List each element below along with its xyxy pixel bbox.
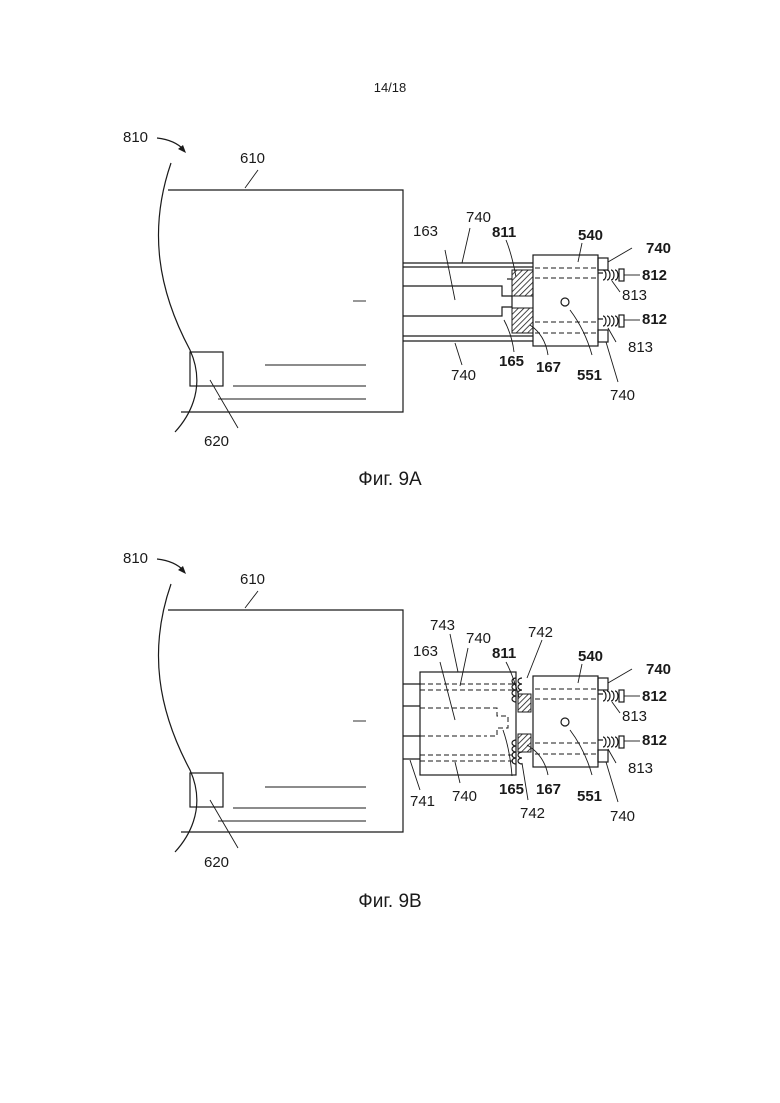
label-163: 163 — [413, 223, 438, 240]
leader-741 — [410, 760, 420, 790]
label-741: 741 — [410, 793, 435, 810]
label-610: 610 — [240, 150, 265, 167]
break-line — [158, 163, 196, 432]
coupling-165 — [485, 708, 508, 736]
label-167: 167 — [536, 359, 561, 376]
leader-551 — [570, 310, 592, 355]
label-740-bottom-right: 740 — [610, 387, 635, 404]
leader-813-b — [608, 328, 616, 342]
label-551: 551 — [577, 367, 602, 384]
spring-812-lower — [598, 315, 624, 327]
leader-165 — [503, 730, 512, 776]
box-620 — [190, 773, 223, 807]
spring-812-upper — [598, 690, 624, 702]
label-742-top: 742 — [528, 624, 553, 641]
label-540: 540 — [578, 227, 603, 244]
label-812-lower: 812 — [642, 311, 667, 328]
leader-740-right — [608, 669, 632, 683]
leader-813 — [612, 702, 620, 713]
tab-740-top — [598, 678, 608, 690]
label-740-right: 740 — [646, 661, 671, 678]
label-165: 165 — [499, 781, 524, 798]
label-811: 811 — [492, 645, 516, 662]
label-813-upper: 813 — [622, 287, 647, 304]
leader-811 — [506, 240, 516, 277]
label-551: 551 — [577, 788, 602, 805]
label-540: 540 — [578, 648, 603, 665]
caption-fig-9a: Фиг. 9А — [0, 469, 780, 491]
leader-740 — [462, 228, 470, 263]
leader-740-br — [606, 342, 618, 382]
label-810: 810 — [123, 550, 148, 567]
leader-813 — [612, 281, 620, 292]
label-743: 743 — [430, 617, 455, 634]
tab-740-bottom — [598, 330, 608, 342]
caption-fig-9b: Фиг. 9В — [0, 891, 780, 913]
leader-740 — [460, 648, 468, 686]
label-740-right: 740 — [646, 240, 671, 257]
housing-610 — [168, 190, 403, 412]
leader-163 — [440, 662, 455, 720]
label-813-upper: 813 — [622, 708, 647, 725]
connector-811-upper — [518, 694, 531, 712]
break-line — [158, 584, 196, 852]
label-812-upper: 812 — [642, 267, 667, 284]
label-163: 163 — [413, 643, 438, 660]
leader-740-bottom — [455, 762, 460, 783]
leader-743 — [450, 634, 458, 672]
leader-620 — [210, 380, 238, 428]
label-810: 810 — [123, 129, 148, 146]
label-812-upper: 812 — [642, 688, 667, 705]
leader-610 — [245, 591, 258, 608]
label-740-bottom: 740 — [451, 367, 476, 384]
label-620: 620 — [204, 433, 229, 450]
pin-551 — [561, 298, 569, 306]
leader-742-top — [527, 640, 542, 678]
label-813-lower: 813 — [628, 339, 653, 356]
block-540 — [533, 676, 598, 767]
pin-551 — [561, 718, 569, 726]
leader-540 — [578, 243, 582, 262]
connector-811-lower — [518, 734, 531, 752]
leader-163 — [445, 250, 455, 300]
label-610: 610 — [240, 571, 265, 588]
label-740-bottom-right: 740 — [610, 808, 635, 825]
tab-740-top — [598, 258, 608, 270]
spring-812-upper — [598, 269, 624, 281]
leader-551 — [570, 730, 592, 775]
leader-740-right — [608, 248, 632, 262]
box-620 — [190, 352, 223, 386]
sleeve-743 — [420, 672, 516, 775]
leader-620 — [210, 800, 238, 848]
label-165: 165 — [499, 353, 524, 370]
label-742-bottom: 742 — [520, 805, 545, 822]
label-813-lower: 813 — [628, 760, 653, 777]
spring-812-lower — [598, 736, 624, 748]
leader-740-br — [606, 762, 618, 802]
leader-813-b — [608, 749, 616, 763]
connector-811-lower — [512, 308, 533, 333]
label-740: 740 — [466, 630, 491, 647]
label-620: 620 — [204, 854, 229, 871]
housing-610 — [168, 610, 403, 832]
label-811: 811 — [492, 224, 516, 241]
leader-610 — [245, 170, 258, 188]
tab-740-bottom — [598, 750, 608, 762]
leader-540 — [578, 664, 582, 683]
figure-9b-diagram: 810 610 743 740 742 163 811 540 740 812 … — [0, 535, 780, 875]
label-167: 167 — [536, 781, 561, 798]
figure-9a-diagram: 810 610 163 740 811 540 740 812 813 812 … — [0, 110, 780, 450]
label-740: 740 — [466, 209, 491, 226]
page-number: 14/18 — [0, 80, 780, 95]
label-812-lower: 812 — [642, 732, 667, 749]
leader-740-bottom — [455, 343, 462, 365]
block-540 — [533, 255, 598, 346]
coupling-165 — [490, 286, 512, 316]
label-740-bottom: 740 — [452, 788, 477, 805]
